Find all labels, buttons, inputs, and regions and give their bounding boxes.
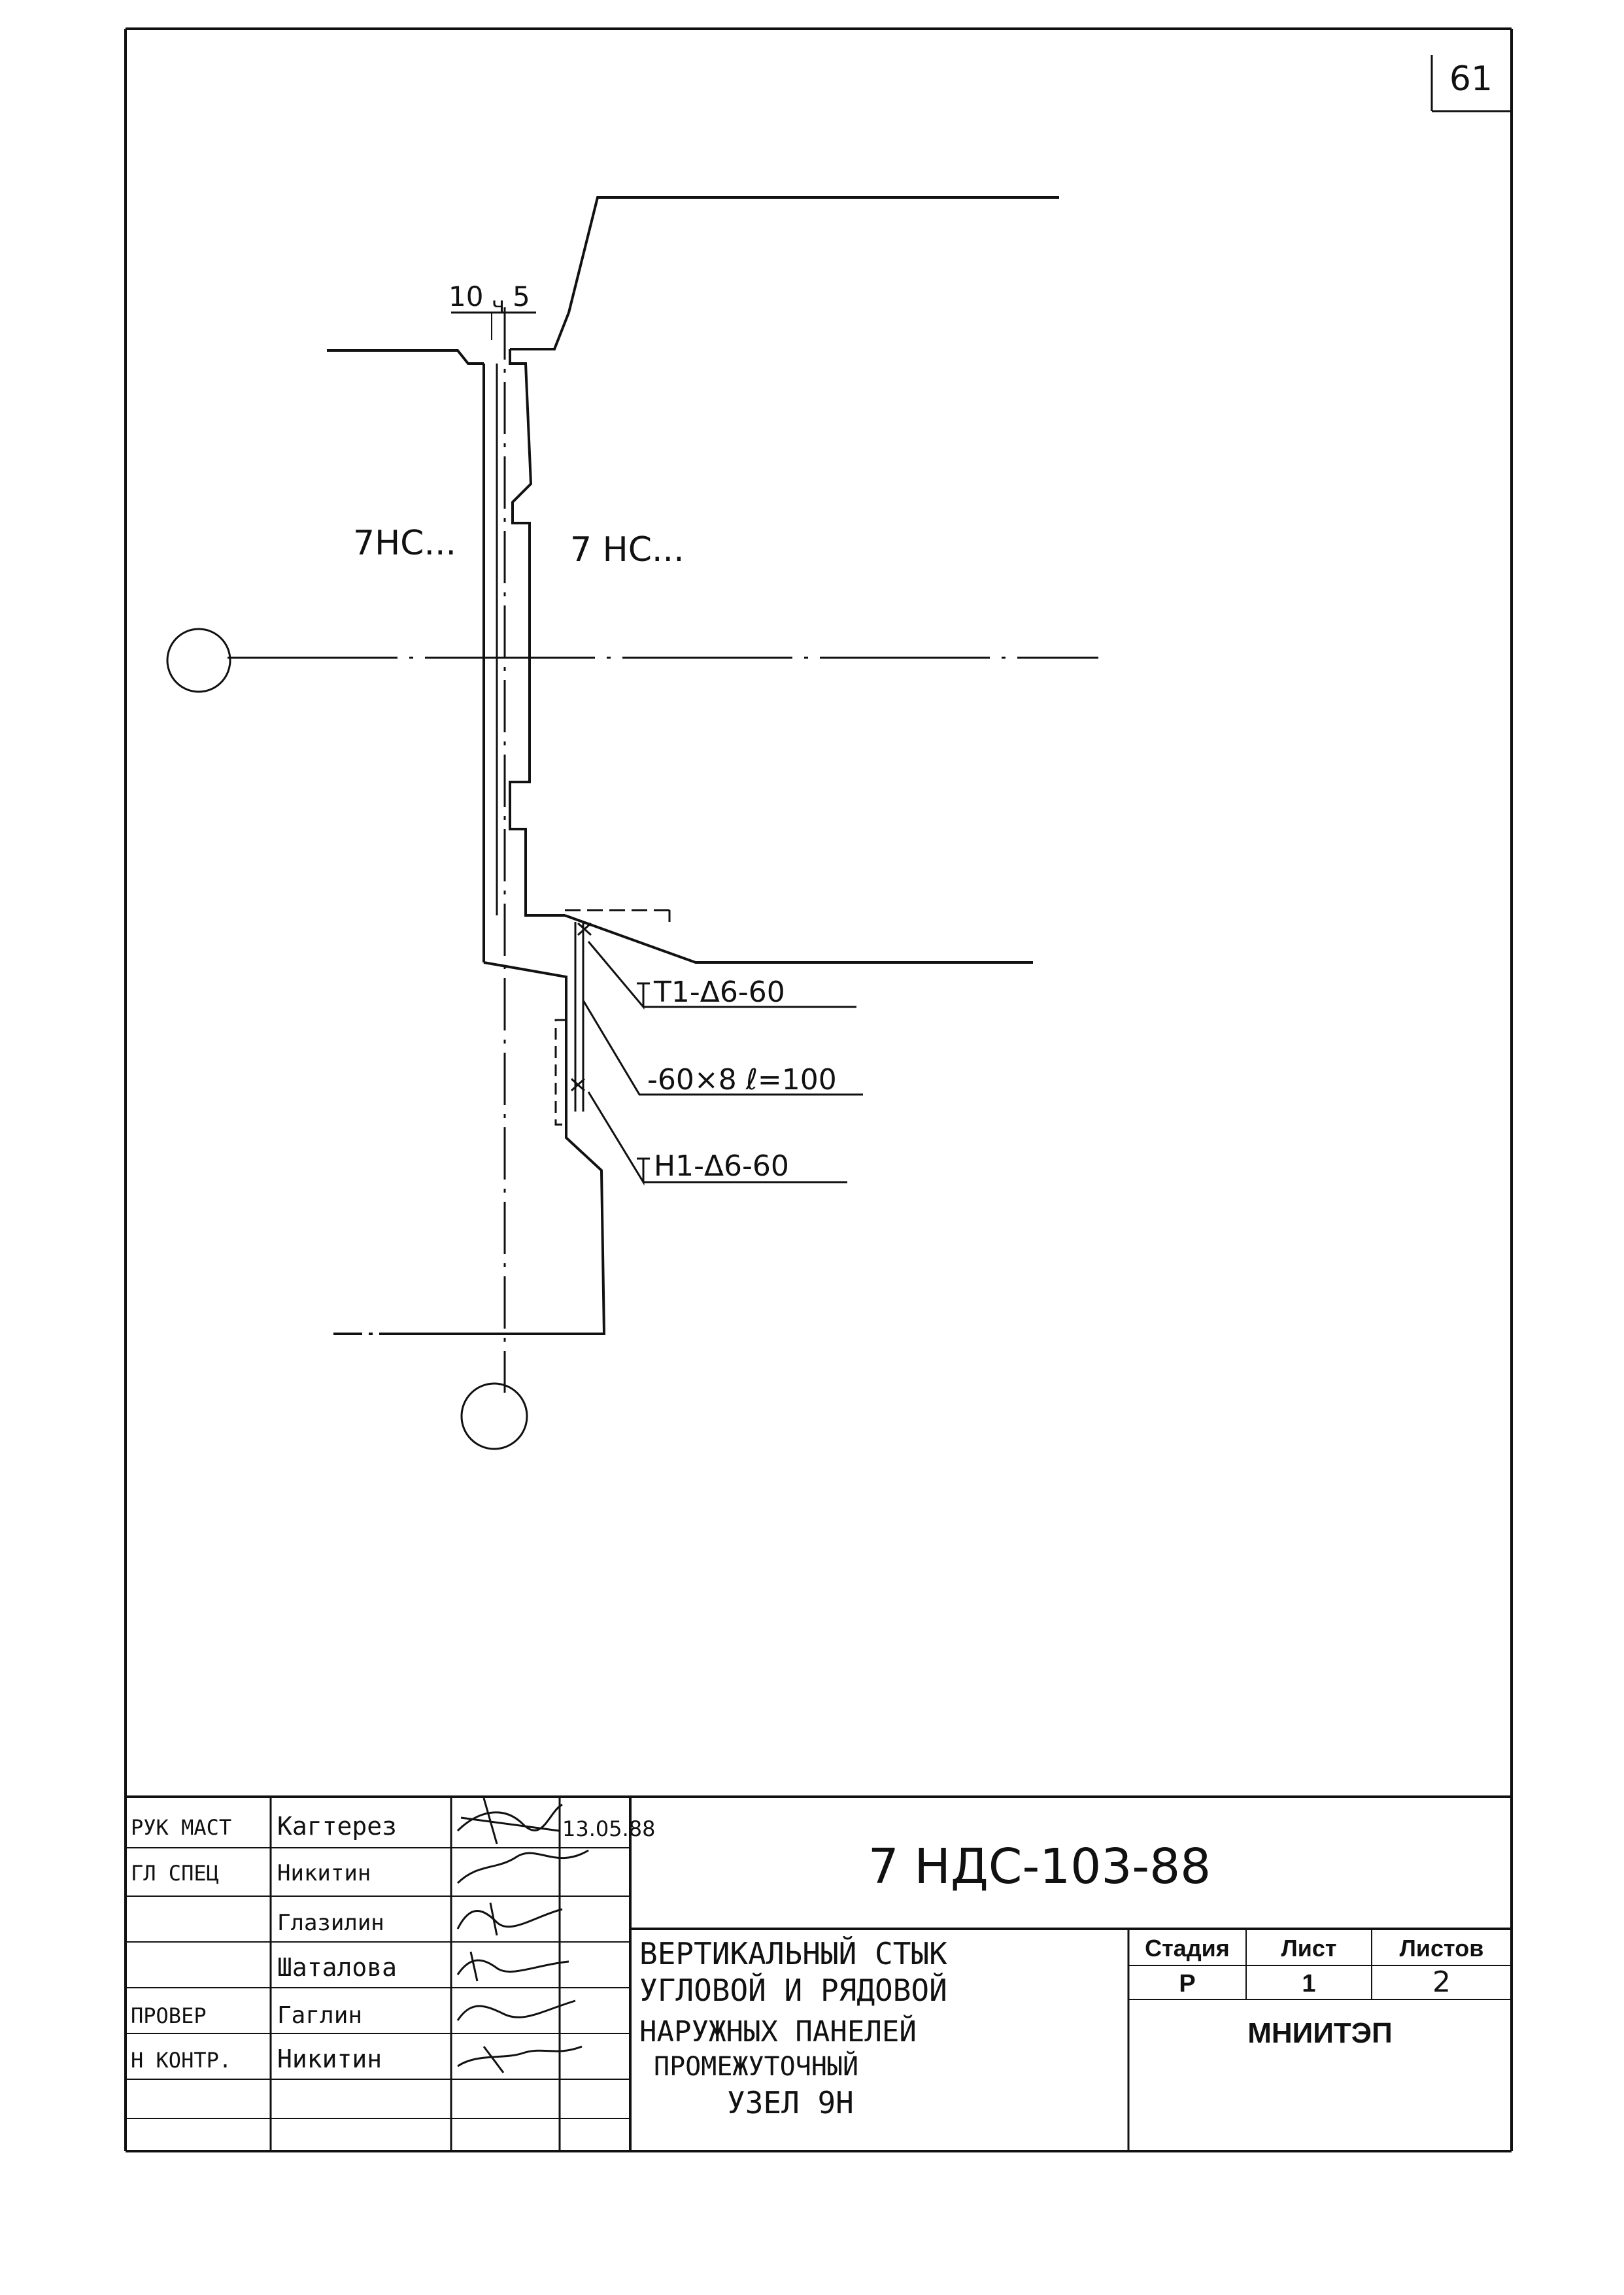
stamp-name-1: Кагтерез: [277, 1812, 397, 1841]
axis-bubble-horizontal: [166, 628, 231, 693]
callout-t1: Т1-Δ6-60: [587, 941, 856, 1010]
title-line-5: УЗЕЛ 9Н: [727, 2085, 854, 2120]
sheet-number-box: 61: [1430, 55, 1512, 112]
title-line-1: ВЕРТИКАЛЬНЫЙ СТЫК: [639, 1936, 947, 1971]
joint-drawing: 10 ч 5 7НС... 7 НС... Т1-Δ6-60 -60×8 ℓ=1…: [166, 196, 1098, 1450]
stamp-role-6: Н КОНТР.: [131, 2048, 231, 2073]
right-panel-joint-face: [509, 349, 565, 917]
dimension-right-value: 5: [513, 280, 530, 313]
callout-n1-text: Н1-Δ6-60: [654, 1149, 789, 1183]
sheet-number: 61: [1449, 60, 1493, 99]
stamp-name-4: Шаталова: [277, 1953, 397, 1982]
callout-plate: -60×8 ℓ=100: [582, 1000, 863, 1096]
joint-dimension: 10 ч 5: [448, 280, 536, 340]
callout-plate-text: -60×8 ℓ=100: [647, 1063, 837, 1096]
callout-t1-text: Т1-Δ6-60: [653, 976, 785, 1009]
connecting-plate: [554, 922, 584, 1126]
stage-header: Стадия: [1145, 1935, 1230, 1962]
sheet-header: Лист: [1281, 1935, 1336, 1962]
sheets-value: 2: [1432, 1965, 1451, 1999]
stamp-name-6: Никитин: [277, 2045, 382, 2073]
dimension-left-value: 10: [448, 280, 483, 313]
document-code: 7 НДС-103-88: [868, 1839, 1211, 1895]
stage-value: Р: [1179, 1970, 1195, 1998]
callout-n1: Н1-Δ6-60: [587, 1091, 847, 1186]
stamp-role-5: ПРОВЕР: [131, 2003, 207, 2028]
stamp-role-2: ГЛ СПЕЦ: [131, 1861, 219, 1886]
right-panel-bottom-edge: [564, 914, 1033, 964]
right-panel-label: 7 НС...: [570, 530, 685, 570]
sheets-header: Листов: [1400, 1935, 1484, 1962]
left-panel-label: 7НС...: [353, 524, 456, 563]
signatures: [456, 1797, 589, 2073]
stamp-role-1: РУК МАСТ: [131, 1815, 231, 1840]
stamp-name-3: Глазилин: [277, 1910, 384, 1936]
title-line-4: ПРОМЕЖУТОЧНЫЙ: [654, 2050, 858, 2082]
organization-name: МНИИТЭП: [1247, 2017, 1392, 2049]
left-panel-bottom-edge: [418, 961, 606, 1335]
title-line-3: НАРУЖНЫХ ПАНЕЛЕЙ: [639, 2014, 917, 2048]
title-block: 7 НДС-103-88 ВЕРТИКАЛЬНЫЙ СТЫК УГЛОВОЙ И…: [126, 1795, 1512, 2151]
left-panel-top-edge: [327, 349, 484, 365]
stamp-name-2: Никитин: [277, 1860, 371, 1886]
sheet-value: 1: [1302, 1970, 1315, 1998]
stamp-name-5: Гаглин: [277, 2002, 362, 2029]
approval-date: 13.05.88: [562, 1816, 656, 1841]
right-panel-top-edge: [510, 196, 1059, 350]
axis-bubble-vertical: [460, 1382, 528, 1450]
title-line-2: УГЛОВОЙ И РЯДОВОЙ: [639, 1973, 947, 2008]
weld-marks: [570, 922, 592, 1092]
dimension-separator: ч: [492, 292, 505, 318]
